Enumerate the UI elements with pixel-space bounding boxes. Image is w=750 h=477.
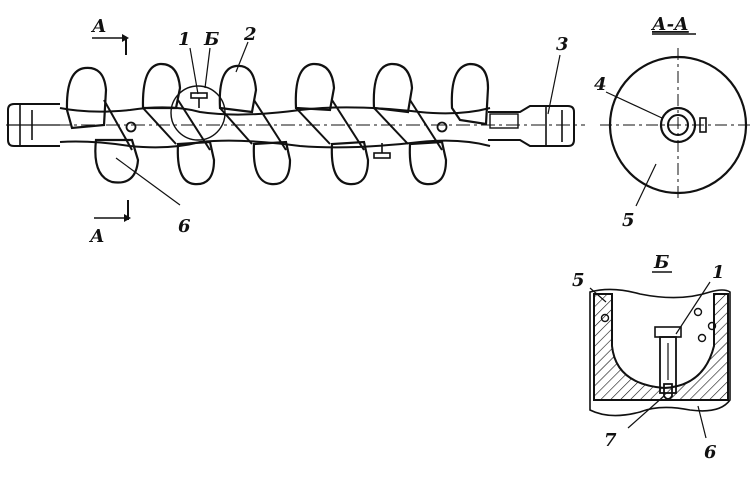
shaft-hole-left: [125, 121, 137, 133]
detail-b-title: Б: [653, 252, 669, 273]
label-detail-part-6: 6: [704, 442, 717, 463]
section-cut-bottom: [94, 200, 131, 222]
label-section-a-bottom: А: [88, 226, 105, 247]
pin-top: [190, 92, 208, 108]
label-detail-part-7: 7: [604, 430, 617, 451]
detail-b-housing: [593, 293, 729, 401]
section-aa-title: А-А: [650, 14, 689, 35]
label-detail-part-1: 1: [712, 262, 725, 283]
label-part-1: 1: [178, 29, 191, 50]
section-a-a-view: А-А: [600, 14, 750, 207]
label-part-3: 3: [556, 34, 569, 55]
label-part-6: 6: [178, 216, 191, 237]
auger-side-view: [6, 34, 585, 222]
label-detail-b: Б: [203, 29, 219, 50]
detail-b-outline: [589, 288, 731, 417]
shaft-hole-right: [436, 121, 448, 133]
auger-blades: [65, 62, 490, 186]
label-part-4: 4: [594, 74, 607, 95]
label-part-5: 5: [622, 210, 635, 231]
section-cut-top: [92, 34, 129, 55]
detail-pin-body: [659, 336, 677, 394]
label-section-a-top: А: [90, 16, 107, 37]
detail-b-view: Б: [589, 252, 731, 439]
detail-b-callout-circle: [170, 85, 226, 141]
pin-bottom: [373, 143, 391, 159]
label-detail-part-5: 5: [572, 270, 585, 291]
shaft-tube: [59, 106, 491, 116]
right-shaft-end: [488, 105, 575, 147]
label-part-2: 2: [243, 24, 257, 45]
